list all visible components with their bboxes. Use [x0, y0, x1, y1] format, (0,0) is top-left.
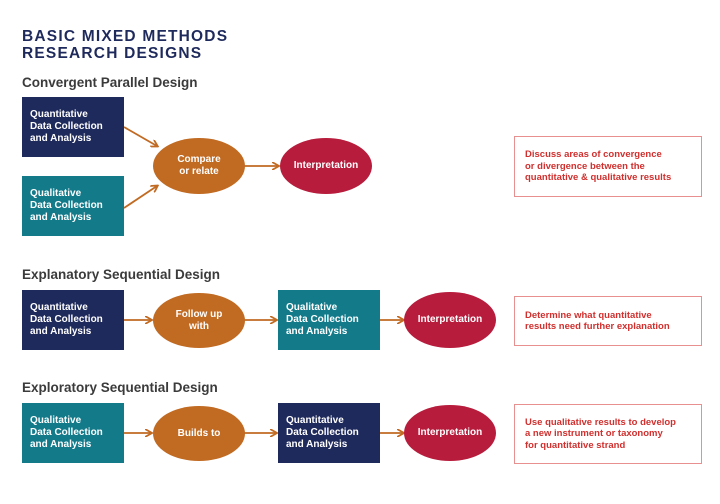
exploratory-section-title: Exploratory Sequential Design [22, 380, 218, 395]
box-line: Data Collection [286, 314, 359, 325]
explanatory-note: Determine what quantitative results need… [514, 296, 702, 346]
ellipse-line: Interpretation [417, 314, 483, 325]
convergent-quant-box: Quantitative Data Collection and Analysi… [22, 97, 124, 157]
note-line: Determine what quantitative [525, 309, 652, 321]
ellipse-line: Compare [177, 154, 221, 165]
box-line: Quantitative [30, 302, 88, 313]
note-line: results need further explanation [525, 321, 670, 332]
explanatory-quant-box: Quantitative Data Collection and Analysi… [22, 290, 124, 350]
box-line: and Analysis [286, 326, 348, 337]
exploratory-note: Use qualitative results to develop a new… [514, 404, 702, 464]
box-line: Data Collection [286, 427, 359, 438]
note-line: quantitative & qualitative results [525, 172, 672, 184]
explanatory-section-title: Explanatory Sequential Design [22, 267, 221, 282]
compare-ellipse: Compare or relate [153, 138, 245, 194]
note-line: or divergence between the [525, 160, 645, 172]
box-line: Qualitative [286, 302, 338, 313]
ellipse-line: or relate [179, 166, 219, 177]
box-line: and Analysis [286, 439, 348, 450]
ellipse-line: Interpretation [417, 427, 483, 438]
note-line: Use qualitative results to develop [525, 416, 676, 428]
box-line: and Analysis [30, 133, 92, 144]
page-title-line1: BASIC MIXED METHODS [22, 28, 229, 45]
box-line: Qualitative [30, 415, 82, 426]
convergent-note: Discuss areas of convergence or divergen… [514, 136, 702, 197]
explanatory-qual-box: Qualitative Data Collection and Analysis [278, 290, 380, 350]
box-line: Data Collection [30, 200, 103, 211]
follow-up-ellipse: Follow up with [153, 293, 245, 348]
builds-to-ellipse: Builds to [153, 406, 245, 461]
box-line: Quantitative [286, 415, 344, 426]
explanatory-interpretation-ellipse: Interpretation [404, 292, 496, 348]
note-line: Discuss areas of convergence [525, 149, 662, 161]
arrow-qual-to-compare [123, 186, 157, 209]
box-line: Data Collection [30, 121, 103, 132]
note-line: a new instrument or taxonomy [525, 428, 663, 440]
box-line: Qualitative [30, 188, 82, 199]
box-line: Data Collection [30, 427, 103, 438]
exploratory-interpretation-ellipse: Interpretation [404, 405, 496, 461]
box-line: and Analysis [30, 212, 92, 223]
page-title-line2: RESEARCH DESIGNS [22, 45, 203, 62]
ellipse-line: Follow up [175, 308, 223, 320]
ellipse-line: with [189, 320, 209, 332]
arrow-quant-to-compare [123, 126, 157, 146]
box-line: and Analysis [30, 326, 92, 337]
convergent-interpretation-ellipse: Interpretation [280, 138, 372, 194]
box-line: Quantitative [30, 109, 88, 120]
exploratory-quant-box: Quantitative Data Collection and Analysi… [278, 403, 380, 463]
ellipse-line: Builds to [177, 427, 221, 439]
note-line: for quantitative strand [525, 439, 626, 451]
box-line: and Analysis [30, 439, 92, 450]
page-title: BASIC MIXED METHODS RESEARCH DESIGNS [22, 28, 228, 62]
convergent-section-title: Convergent Parallel Design [22, 75, 198, 90]
box-line: Data Collection [30, 314, 103, 325]
convergent-qual-box: Qualitative Data Collection and Analysis [22, 176, 124, 236]
exploratory-qual-box: Qualitative Data Collection and Analysis [22, 403, 124, 463]
ellipse-line: Interpretation [293, 160, 359, 171]
